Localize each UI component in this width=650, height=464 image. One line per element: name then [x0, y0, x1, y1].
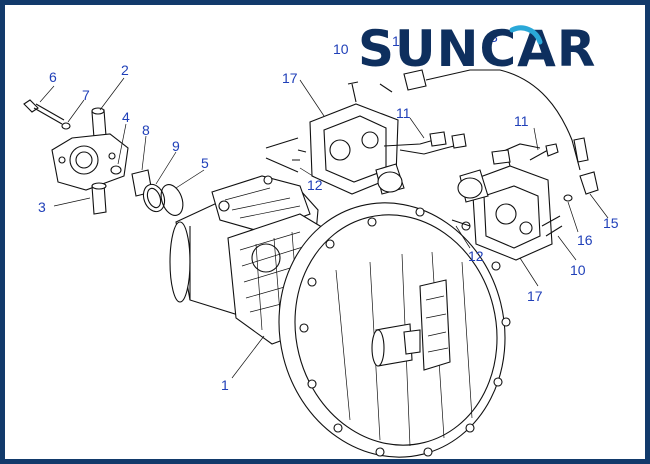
callout-10-upper: 10 — [333, 41, 349, 57]
callout-8: 8 — [142, 122, 150, 138]
callout-10-right: 10 — [570, 262, 586, 278]
callout-15: 15 — [603, 215, 619, 231]
callout-11-right: 11 — [514, 113, 529, 129]
callout-17-right: 17 — [527, 288, 543, 304]
callout-1-upper: 1 — [392, 33, 400, 49]
leader-lines — [39, 77, 609, 379]
suncar-logo: SUNCAR — [358, 20, 596, 78]
gear-pump-group — [23, 99, 184, 216]
callout-4: 4 — [122, 109, 130, 125]
callout-1: 1 — [221, 377, 229, 393]
callout-16: 16 — [577, 232, 593, 248]
callout-7: 7 — [82, 87, 90, 103]
main-pump-assembly — [169, 175, 511, 458]
callout-labels: 6 7 2 4 8 9 5 3 1 10 1 3 17 11 12 11 15 … — [38, 29, 619, 393]
flywheel-bolt-ring — [299, 207, 511, 457]
callout-17-upper: 17 — [282, 70, 298, 86]
callout-12-upper: 12 — [307, 177, 323, 193]
upper-solenoid-valve — [265, 69, 589, 195]
logo-accent-arc — [509, 25, 543, 45]
callout-2: 2 — [121, 62, 129, 78]
callout-3: 3 — [38, 199, 46, 215]
callout-6: 6 — [49, 69, 57, 85]
callout-11-upper: 11 — [396, 105, 411, 121]
callout-12-right: 12 — [468, 248, 484, 264]
logo-wordmark: SUNCAR — [358, 20, 596, 78]
callout-13-upper: 3 — [490, 29, 498, 45]
callout-5: 5 — [201, 155, 209, 171]
callout-9: 9 — [172, 138, 180, 154]
right-solenoid-valve — [451, 143, 599, 261]
